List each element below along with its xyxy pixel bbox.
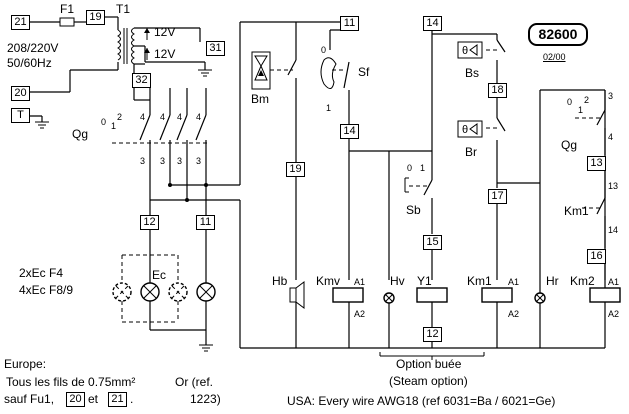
qg-contact-3a: 3 [140, 156, 146, 166]
qg-contact-4d: 4 [196, 112, 202, 122]
kmv-a1: A1 [354, 277, 366, 287]
footer-period: . [130, 392, 134, 406]
qg-contact-4b: 4 [160, 112, 166, 122]
supply-wires [30, 16, 119, 93]
footer-et: et [88, 392, 99, 406]
terminal-19-left: 19 [86, 10, 105, 25]
label-qg-left: Qg [72, 127, 89, 141]
main-switch-qg [112, 88, 240, 215]
load-row [289, 281, 621, 360]
qg-right-4: 4 [608, 132, 614, 142]
svg-text:θ: θ [462, 45, 468, 57]
label-sf: Sf [358, 65, 370, 79]
timer-bm [251, 22, 297, 280]
terminal-11-left: 11 [196, 215, 215, 230]
terminal-13: 13 [587, 156, 606, 171]
label-km1-coil: Km1 [467, 274, 492, 288]
terminal-15: 15 [423, 235, 442, 250]
kmv-a2: A2 [354, 309, 366, 319]
label-sb: Sb [406, 203, 421, 217]
revision-date: 02/00 [543, 52, 566, 62]
km1-contact-13: 13 [608, 181, 619, 191]
terminal-17: 17 [488, 189, 507, 204]
sf-contact-0: 0 [321, 45, 327, 55]
switch-sf [320, 22, 432, 280]
fuse-label: F1 [60, 2, 75, 16]
km1-contact-14: 14 [608, 225, 619, 235]
switch-sb [404, 151, 433, 327]
qg-contact-3b: 3 [160, 156, 166, 166]
transformer-output-2: 12V [154, 47, 176, 61]
label-bm: Bm [251, 92, 269, 106]
terminal-12-right: 12 [423, 327, 442, 342]
svg-text:θ: θ [462, 124, 468, 136]
transformer-t1 [117, 27, 212, 77]
qg-contact-4c: 4 [177, 112, 183, 122]
label-hr: Hr [546, 274, 559, 288]
label-qg-right: Qg [561, 138, 578, 152]
heater-note-2: 4xEc F8/9 [19, 283, 74, 297]
qg-right-3: 3 [608, 91, 614, 101]
option-note-2: (Steam option) [389, 374, 468, 388]
terminal-14-top: 14 [423, 16, 442, 31]
footer-or-ref-1: Or (ref. [175, 375, 213, 389]
terminal-14-mid: 14 [340, 124, 359, 139]
heater-section [112, 229, 216, 352]
qg-left-1: 1 [111, 121, 117, 131]
label-km1-contact: Km1 [564, 204, 589, 218]
terminal-21: 21 [11, 15, 30, 30]
label-br: Br [465, 145, 477, 159]
terminal-19-right: 19 [286, 162, 305, 177]
model-number-badge: 82600 [528, 23, 588, 46]
terminal-11-right: 11 [340, 16, 359, 31]
qg-right-1: 1 [578, 105, 584, 115]
footer-or-ref-2: 1223) [190, 392, 221, 406]
fuse-f1 [59, 17, 75, 27]
footer-ref-21: 21 [108, 392, 127, 407]
label-ec: Ec [152, 268, 167, 282]
km2-a2: A2 [608, 309, 620, 319]
qg-right-0: 0 [567, 97, 573, 107]
label-bs: Bs [465, 66, 480, 80]
label-kmv: Kmv [316, 274, 340, 288]
label-hb: Hb [272, 274, 288, 288]
footer-usa: USA: Every wire AWG18 (ref 6031=Ba / 602… [287, 394, 556, 408]
sf-contact-1: 1 [326, 103, 332, 113]
transformer-label: T1 [116, 2, 131, 16]
terminal-32: 32 [132, 73, 151, 88]
km1-a1: A1 [508, 277, 520, 287]
footer-europe-line3: sauf Fu1, [4, 392, 55, 406]
terminal-31: 31 [206, 41, 225, 56]
qg-contact-4a: 4 [140, 112, 146, 122]
qg-left-2: 2 [117, 112, 123, 122]
heater-note-1: 2xEc F4 [19, 266, 64, 280]
qg-right-2: 2 [584, 95, 590, 105]
label-y1: Y1 [417, 274, 432, 288]
km1-a2: A2 [508, 309, 520, 319]
terminal-12-left: 12 [140, 215, 159, 230]
option-note-1: Option buée [396, 357, 462, 371]
thermostat-branch: θ θ [431, 22, 540, 280]
footer-europe: Europe: [4, 357, 47, 371]
label-hv: Hv [390, 274, 405, 288]
footer-europe-line2: Tous les fils de 0.75mm² [6, 375, 136, 389]
terminal-16: 16 [587, 249, 606, 264]
sb-contact-1: 1 [420, 163, 426, 173]
terminal-18: 18 [488, 83, 507, 98]
ground-terminal: T [11, 108, 30, 123]
footer-ref-20: 20 [66, 392, 85, 407]
label-km2: Km2 [570, 274, 595, 288]
transformer-output-1: 12V [154, 25, 176, 39]
qg-km1-branch [575, 90, 606, 280]
terminal-20: 20 [11, 86, 30, 101]
km2-a1: A1 [608, 277, 620, 287]
qg-contact-3d: 3 [196, 156, 202, 166]
supply-voltage: 208/220V [7, 41, 59, 55]
qg-left-0: 0 [101, 117, 107, 127]
qg-contact-3c: 3 [177, 156, 183, 166]
sb-contact-0: 0 [407, 163, 413, 173]
supply-frequency: 50/60Hz [7, 56, 52, 70]
